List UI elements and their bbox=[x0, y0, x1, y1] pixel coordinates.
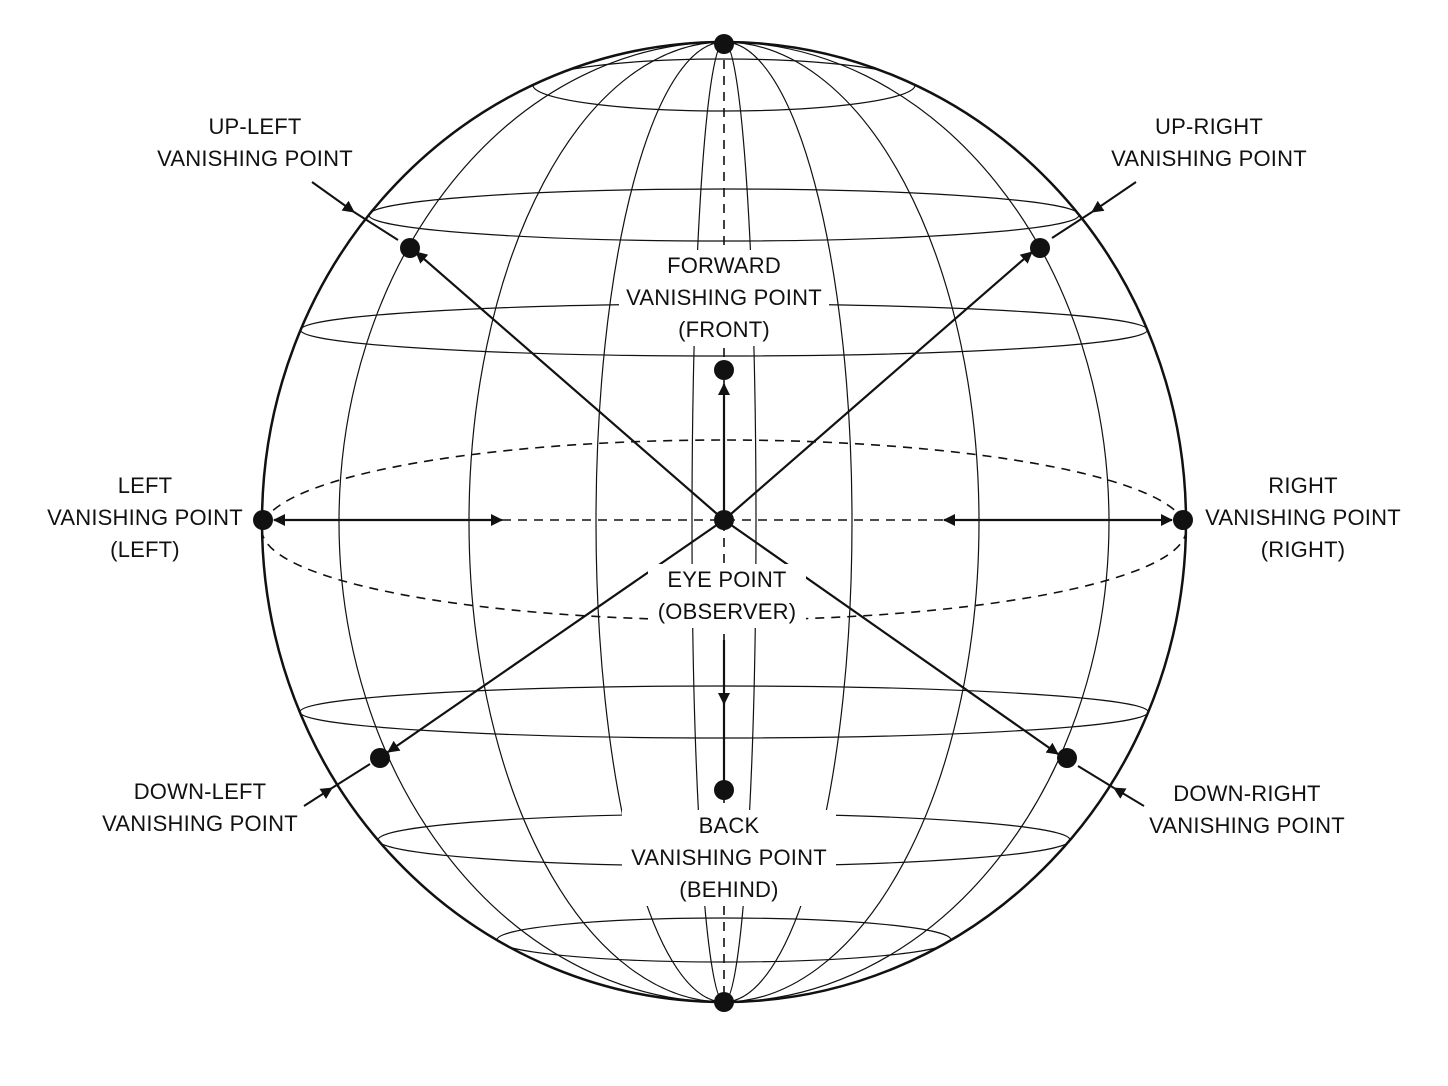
pointer-up-left bbox=[311, 181, 355, 213]
meridian-line bbox=[595, 42, 853, 1002]
point-right bbox=[1173, 510, 1193, 530]
pointer-up-right-tail bbox=[1051, 211, 1093, 239]
meridian-line bbox=[468, 42, 980, 1002]
pointer-up-left-tail bbox=[353, 211, 399, 241]
pointer-down-left bbox=[303, 787, 333, 807]
point-left bbox=[253, 510, 273, 530]
point-down-right bbox=[1057, 748, 1077, 768]
point-bottom-pole bbox=[714, 992, 734, 1012]
point-up-left bbox=[400, 238, 420, 258]
point-top-pole bbox=[714, 34, 734, 54]
label-eye-point: EYE POINT(OBSERVER) bbox=[648, 564, 806, 628]
pointer-down-left-tail bbox=[331, 763, 371, 789]
pointer-up-right bbox=[1091, 181, 1137, 213]
arrow-down-right bbox=[723, 519, 1059, 755]
pointer-down-right-tail bbox=[1077, 765, 1115, 789]
pointer-down-right bbox=[1113, 787, 1145, 807]
point-eye bbox=[714, 510, 734, 530]
point-down-left bbox=[370, 748, 390, 768]
arrow-up-right bbox=[723, 251, 1033, 521]
meridian-line bbox=[338, 42, 1110, 1002]
point-back bbox=[714, 780, 734, 800]
point-forward bbox=[714, 360, 734, 380]
point-up-right bbox=[1030, 238, 1050, 258]
arrow-down-left bbox=[387, 519, 725, 753]
meridian-line bbox=[691, 42, 757, 1002]
arrow-up-left bbox=[415, 251, 725, 521]
